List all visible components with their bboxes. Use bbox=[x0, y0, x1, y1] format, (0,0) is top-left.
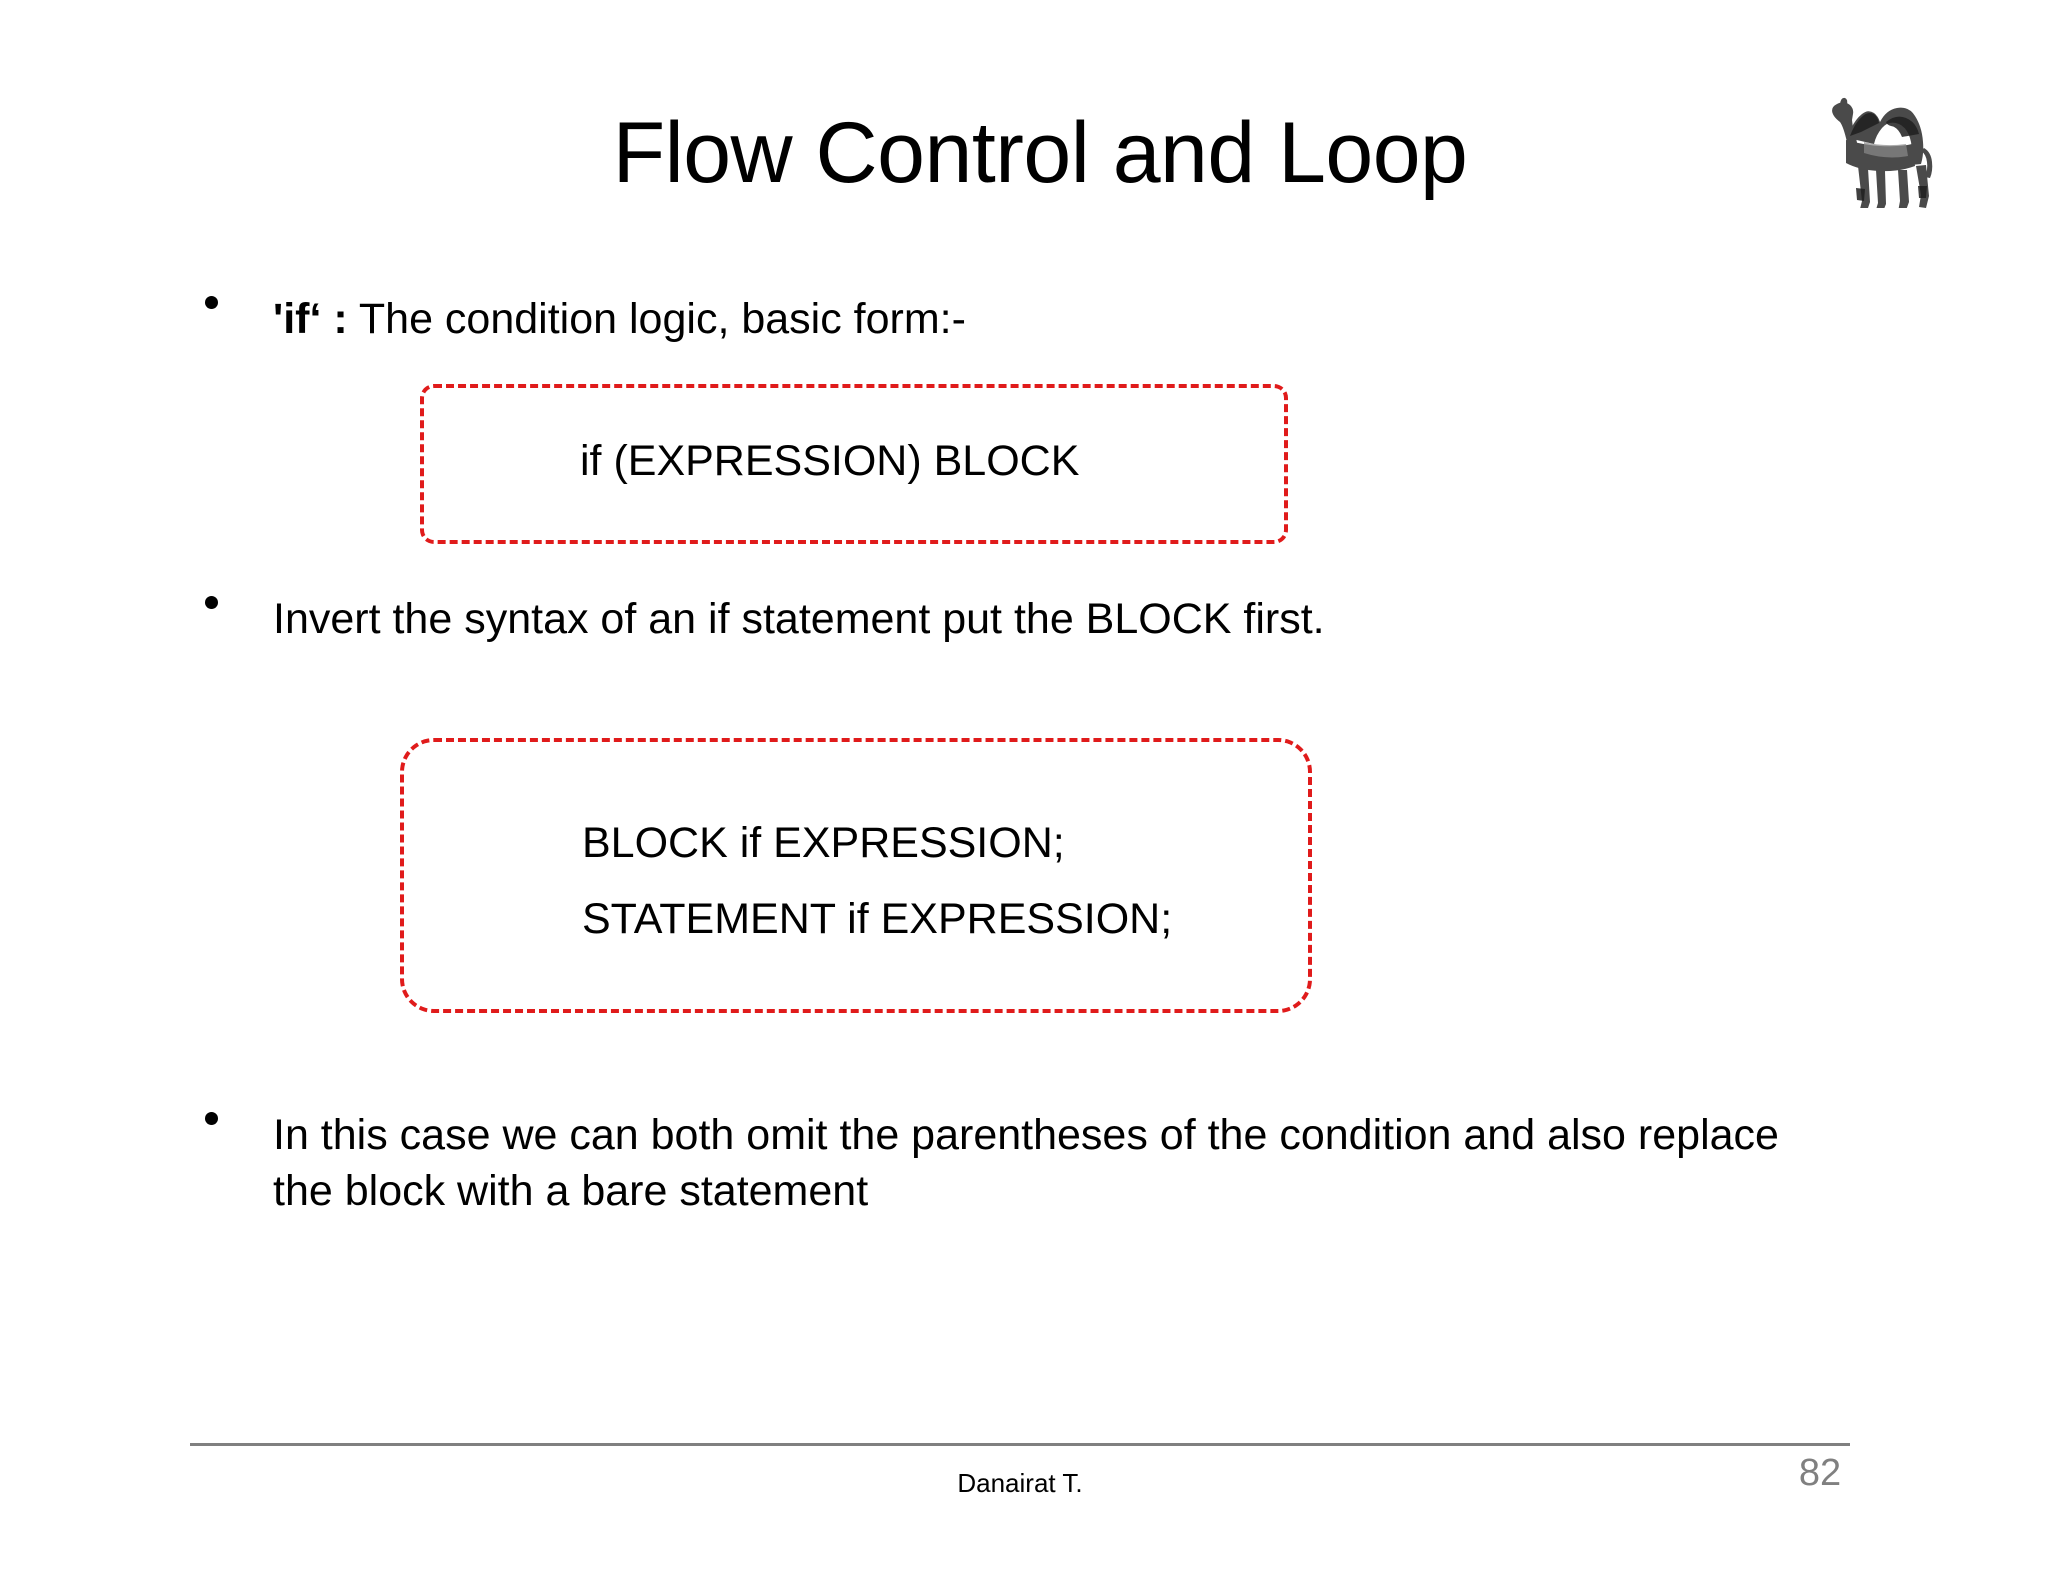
page-title: Flow Control and Loop bbox=[612, 105, 1468, 201]
code-box-if-basic bbox=[420, 384, 1288, 544]
code-box-statement-modifier bbox=[400, 738, 1312, 1013]
bullet-marker-icon bbox=[205, 295, 218, 309]
bullet-marker-icon bbox=[205, 1111, 218, 1125]
footer-author: Danairat T. bbox=[957, 1468, 1083, 1498]
bullet-1-rest: The condition logic, basic form:- bbox=[347, 295, 966, 343]
bullet-1-text: 'if‘ : The condition logic, basic form:- bbox=[273, 292, 1705, 348]
bullet-2-text: Invert the syntax of an if statement put… bbox=[273, 595, 1325, 643]
perl-camel-icon bbox=[1820, 78, 1970, 208]
bullet-item-2: Invert the syntax of an if statement put… bbox=[205, 592, 1705, 648]
code-box-1-line-1: if (EXPRESSION) BLOCK bbox=[580, 437, 1080, 485]
footer-divider bbox=[190, 1443, 1850, 1446]
bullet-3-text: In this case we can both omit the parent… bbox=[273, 1111, 1779, 1215]
bullet-item-3: In this case we can both omit the parent… bbox=[205, 1108, 1785, 1220]
page-number: 82 bbox=[1798, 1452, 1842, 1494]
bullet-marker-icon bbox=[205, 595, 218, 609]
bullet-1-strong: 'if‘ : bbox=[273, 295, 348, 343]
code-box-2-line-1: BLOCK if EXPRESSION; bbox=[582, 819, 1065, 867]
code-box-2-line-2: STATEMENT if EXPRESSION; bbox=[582, 895, 1173, 943]
bullet-item-1: 'if‘ : The condition logic, basic form:- bbox=[205, 292, 1705, 348]
